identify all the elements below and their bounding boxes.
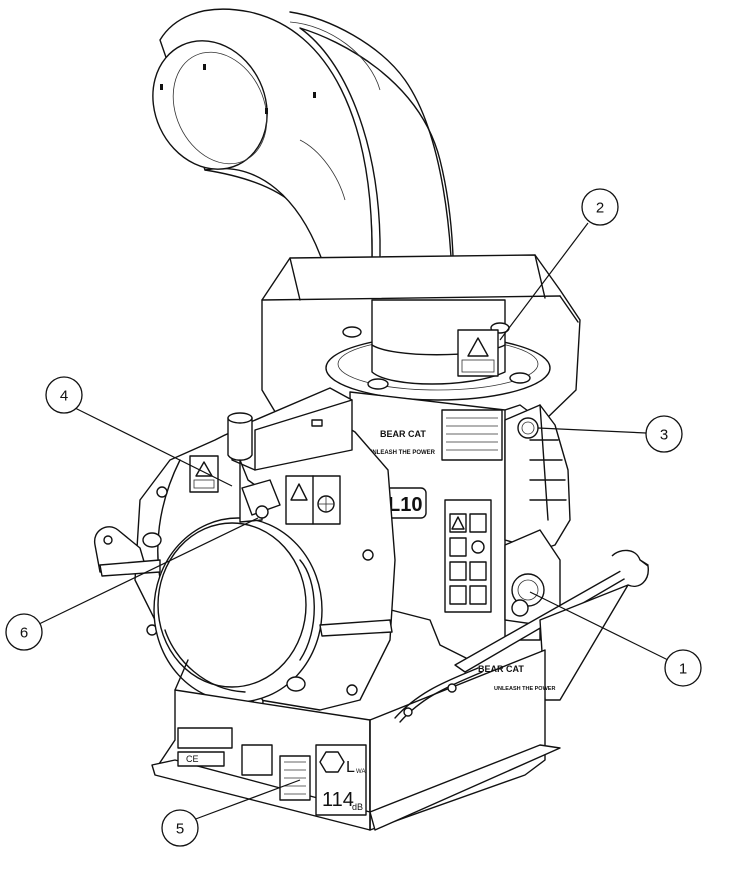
sound-l-label: L bbox=[346, 759, 355, 776]
sound-db-label: dB bbox=[352, 802, 363, 812]
leader-2 bbox=[499, 222, 589, 341]
callout-4: 4 bbox=[45, 376, 83, 414]
callout-3-number: 3 bbox=[660, 427, 668, 444]
ce-mark: CE bbox=[186, 754, 199, 764]
callout-2-number: 2 bbox=[596, 200, 604, 217]
hydraulic-lines bbox=[394, 667, 483, 723]
callout-5: 5 bbox=[161, 809, 199, 847]
brand-logo-upper: BEAR CAT bbox=[380, 429, 426, 439]
leader-1 bbox=[529, 591, 669, 661]
leader-lines bbox=[36, 222, 669, 821]
callout-6: 6 bbox=[5, 613, 43, 651]
leader-6 bbox=[36, 517, 259, 626]
base-labels bbox=[177, 727, 367, 816]
leader-3 bbox=[537, 427, 647, 434]
callout-3: 3 bbox=[645, 415, 683, 453]
housing-decal bbox=[441, 409, 503, 461]
safety-decal-panel bbox=[444, 499, 492, 613]
sound-value: 114 bbox=[322, 789, 354, 811]
leader-4 bbox=[74, 407, 233, 487]
engine-side bbox=[504, 404, 571, 551]
callout-6-number: 6 bbox=[20, 625, 28, 642]
leader-5 bbox=[192, 779, 301, 821]
callout-5-number: 5 bbox=[176, 821, 184, 838]
left-bracket bbox=[94, 526, 393, 637]
inlet-ring bbox=[142, 517, 323, 703]
callout-4-number: 4 bbox=[60, 388, 68, 405]
callout-1-number: 1 bbox=[679, 661, 687, 678]
tow-handle bbox=[454, 549, 649, 701]
callout-1: 1 bbox=[664, 649, 702, 687]
tagline-lower: UNLEASH THE POWER bbox=[494, 686, 555, 692]
tagline-upper: UNLEASH THE POWER bbox=[368, 450, 436, 456]
collar-warning-label bbox=[457, 329, 499, 377]
callout-2: 2 bbox=[581, 188, 619, 226]
fan-warning-labels bbox=[189, 455, 341, 525]
sound-wa-label: WA bbox=[356, 769, 365, 775]
brand-logo-lower: BEAR CAT bbox=[478, 664, 524, 674]
feed-spout bbox=[241, 479, 281, 519]
